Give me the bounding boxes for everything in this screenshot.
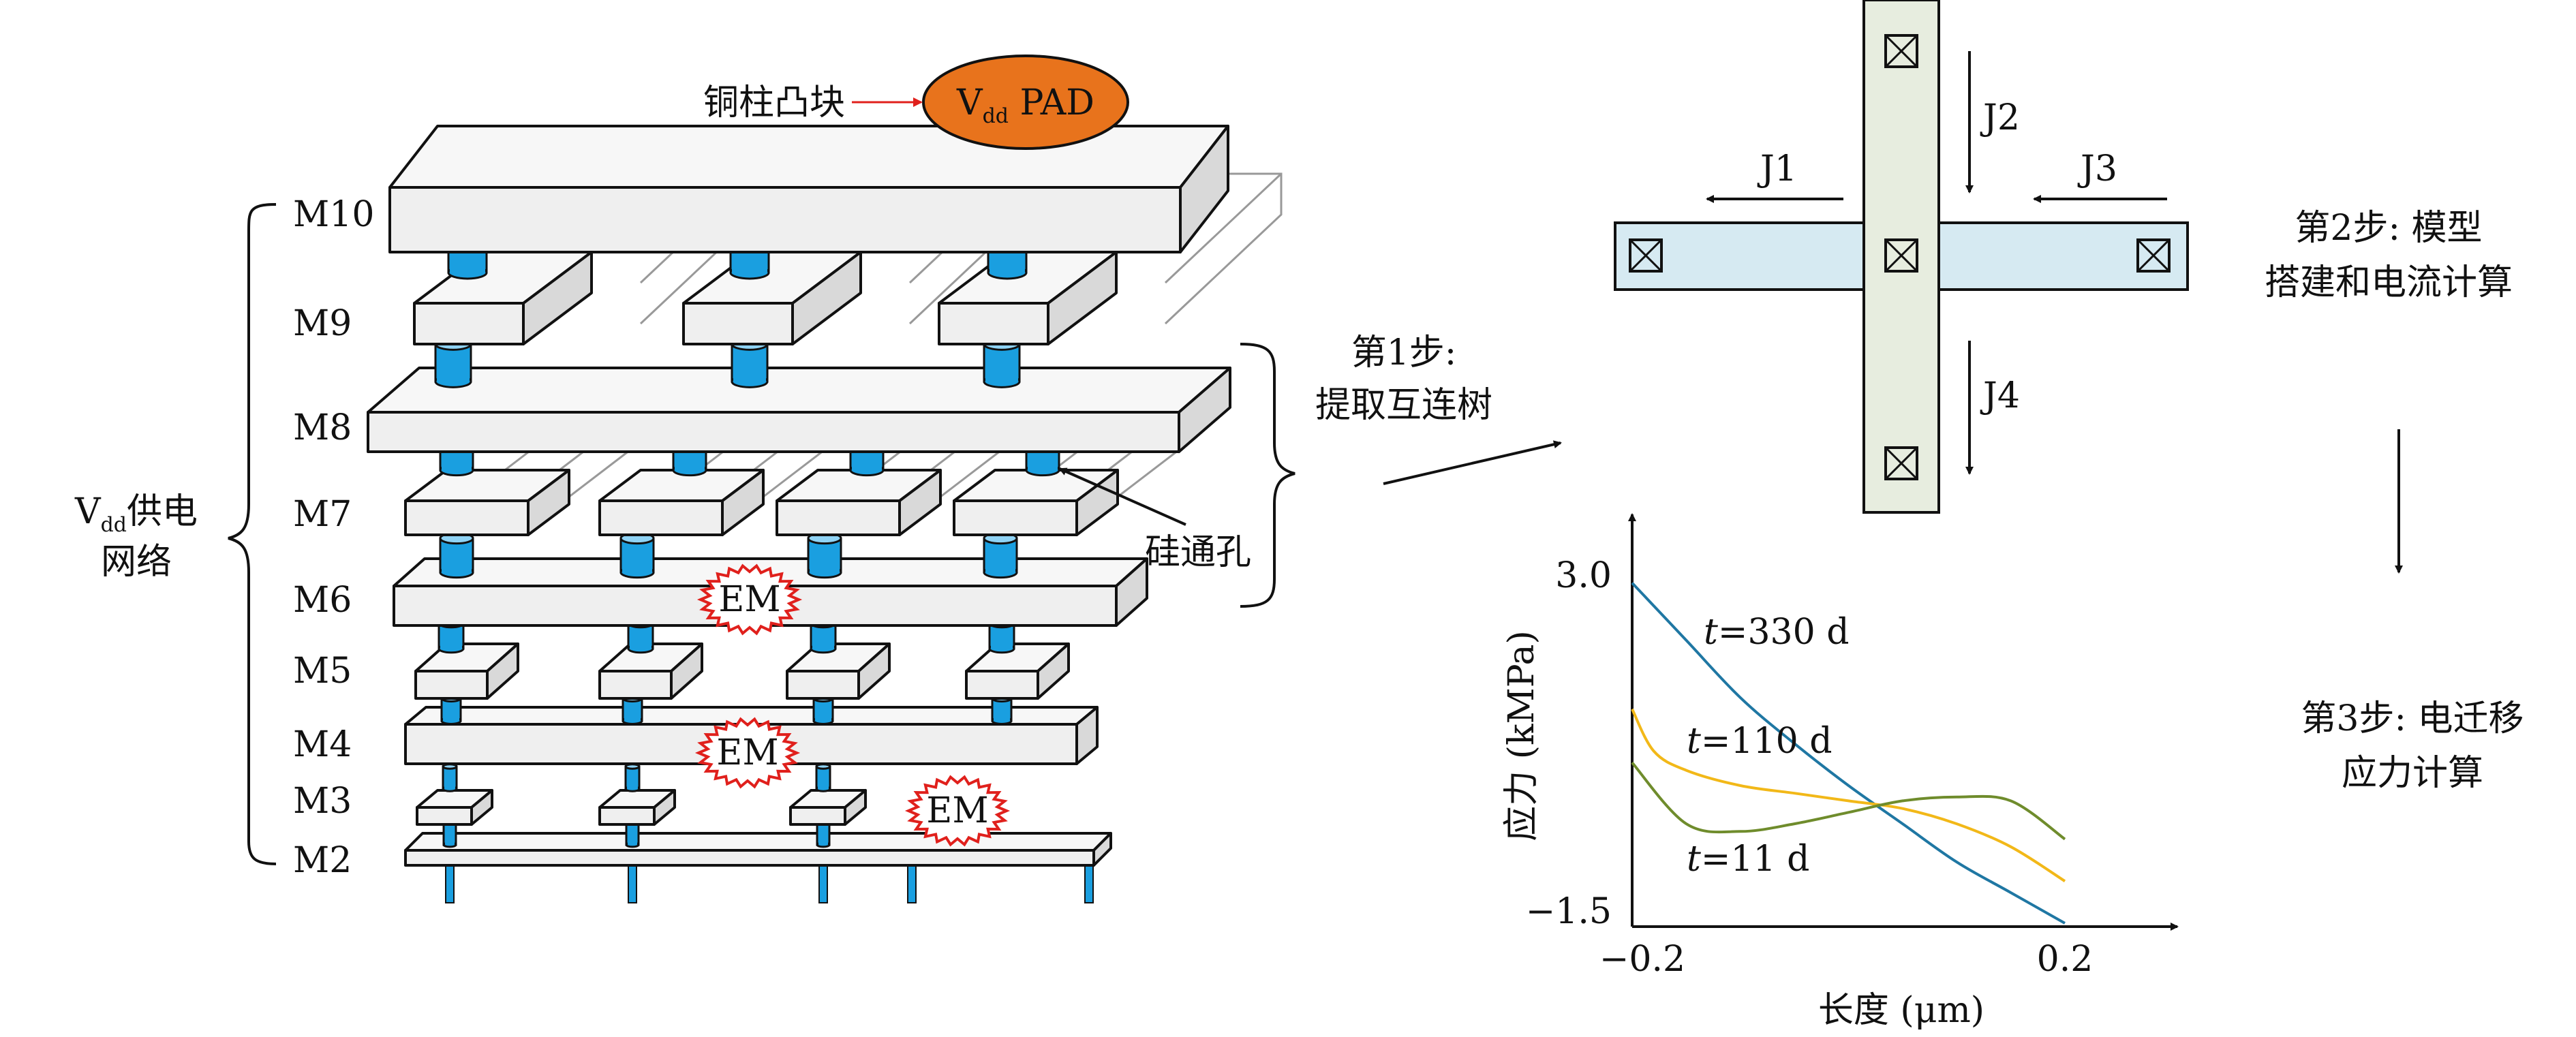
step3-line1: 第3步: 电迁移: [2301, 698, 2524, 739]
step3-line2: 应力计算: [2342, 753, 2483, 794]
svg-text:Vdd PAD: Vdd PAD: [956, 82, 1094, 128]
via-leg: [1084, 861, 1094, 903]
via-m5-m4: [991, 694, 1013, 725]
layer-label-M8: M8: [293, 407, 352, 448]
step2-line2: 搭建和电流计算: [2265, 262, 2513, 303]
layer-label-M4: M4: [293, 724, 352, 765]
via-m9-m8: [983, 337, 1021, 388]
via-m3-m2: [816, 818, 831, 848]
via-leg: [628, 861, 637, 903]
em-label: EM: [718, 579, 780, 620]
via-leg: [818, 861, 828, 903]
step1-line1: 第1步:: [1351, 332, 1457, 373]
vdd-pad: Vdd PAD: [922, 55, 1129, 150]
network-label-line1: Vdd供电: [74, 491, 198, 537]
step1-brace: [1240, 343, 1295, 608]
network-label-line2: 网络: [101, 542, 172, 583]
pad-m7: [776, 469, 942, 536]
pad-m7: [953, 469, 1119, 536]
step1-line2: 提取互连树: [1315, 385, 1492, 426]
pad-m7: [404, 469, 570, 536]
via-m4-m3: [624, 763, 641, 792]
via-leg: [907, 861, 917, 903]
j3-label: J3: [2077, 149, 2117, 189]
series-label-110: t=110 d: [1687, 721, 1833, 762]
via-m9-m8: [731, 337, 769, 388]
layer-label-M3: M3: [293, 781, 352, 822]
pad-m9: [938, 251, 1118, 345]
pad-m3: [598, 789, 676, 826]
via-arrow: [1058, 467, 1186, 526]
network-brace: [228, 203, 277, 865]
tree-nodes: [1629, 34, 2171, 480]
pad-v: V: [956, 82, 983, 123]
stress-chart: 3.0 −1.5 −0.2 0.2 长度 (μm) 应力 (kMPa) t=33…: [1501, 513, 2179, 1031]
layer-label-M6: M6: [293, 580, 352, 621]
tree-node: [1884, 34, 1918, 68]
via-m4-m3: [815, 763, 831, 792]
pad-m3: [789, 789, 867, 826]
tree-node: [1629, 238, 1663, 273]
em-label: EM: [926, 790, 988, 831]
pad-sub: dd: [983, 104, 1009, 128]
metal-m8: [367, 367, 1231, 453]
em-marker-m4: EM: [694, 717, 801, 789]
em-marker-m3: EM: [904, 775, 1011, 847]
step1-arrow: [1383, 440, 1562, 485]
j1-label: J1: [1757, 149, 1797, 189]
tree-node: [2136, 238, 2171, 273]
series-label-11: t=11 d: [1687, 839, 1809, 880]
via-m9-m8: [434, 337, 472, 388]
y-tick-bottom: −1.5: [1526, 891, 1612, 932]
series-label-330: t=330 d: [1704, 612, 1850, 653]
pad-m7: [598, 469, 765, 536]
via-m7-m6: [983, 531, 1018, 579]
em-label: EM: [716, 732, 778, 773]
via-m5-m4: [622, 694, 643, 725]
metal-m2: [404, 832, 1112, 867]
layer-label-M9: M9: [293, 303, 352, 344]
copper-pillar-label: 铜柱凸块: [703, 82, 845, 123]
series-line-2: [1631, 761, 2066, 841]
via-m7-m6: [619, 531, 655, 579]
j4-label: J4: [1980, 375, 2020, 416]
y-axis-label: 应力 (kMPa): [1501, 630, 1542, 841]
em-marker-m6: EM: [696, 563, 803, 636]
series-line-0: [1631, 582, 2066, 925]
pad-m5: [965, 643, 1070, 700]
via-m4-m3: [442, 763, 458, 792]
layer-label-M5: M5: [293, 651, 352, 692]
via-label: 硅通孔: [1145, 532, 1251, 573]
pad-m9: [413, 251, 593, 345]
tree-node: [1884, 238, 1918, 273]
tree-node: [1884, 446, 1918, 480]
pad-m3: [416, 789, 493, 826]
y-tick-top: 3.0: [1555, 555, 1612, 596]
x-axis-label: 长度 (μm): [1818, 990, 1984, 1031]
via-m7-m6: [807, 531, 842, 579]
x-tick-left: −0.2: [1599, 939, 1685, 980]
step2-line1: 第2步: 模型: [2295, 208, 2482, 249]
j2-label: J2: [1980, 97, 2020, 138]
metal-m10: [388, 125, 1229, 253]
via-leg: [445, 861, 455, 903]
via-m7-m6: [439, 531, 474, 579]
x-tick-right: 0.2: [2037, 939, 2094, 980]
layer-label-M7: M7: [293, 494, 352, 535]
pad-m5: [414, 643, 519, 700]
via-m6-m5: [988, 618, 1015, 654]
pad-rest: PAD: [1009, 82, 1094, 123]
pad-m5: [786, 643, 891, 700]
pad-m9: [682, 251, 862, 345]
pad-m5: [598, 643, 703, 700]
layer-label-M10: M10: [293, 194, 374, 235]
series-line-1: [1631, 708, 2066, 882]
layer-label-M2: M2: [293, 840, 352, 881]
